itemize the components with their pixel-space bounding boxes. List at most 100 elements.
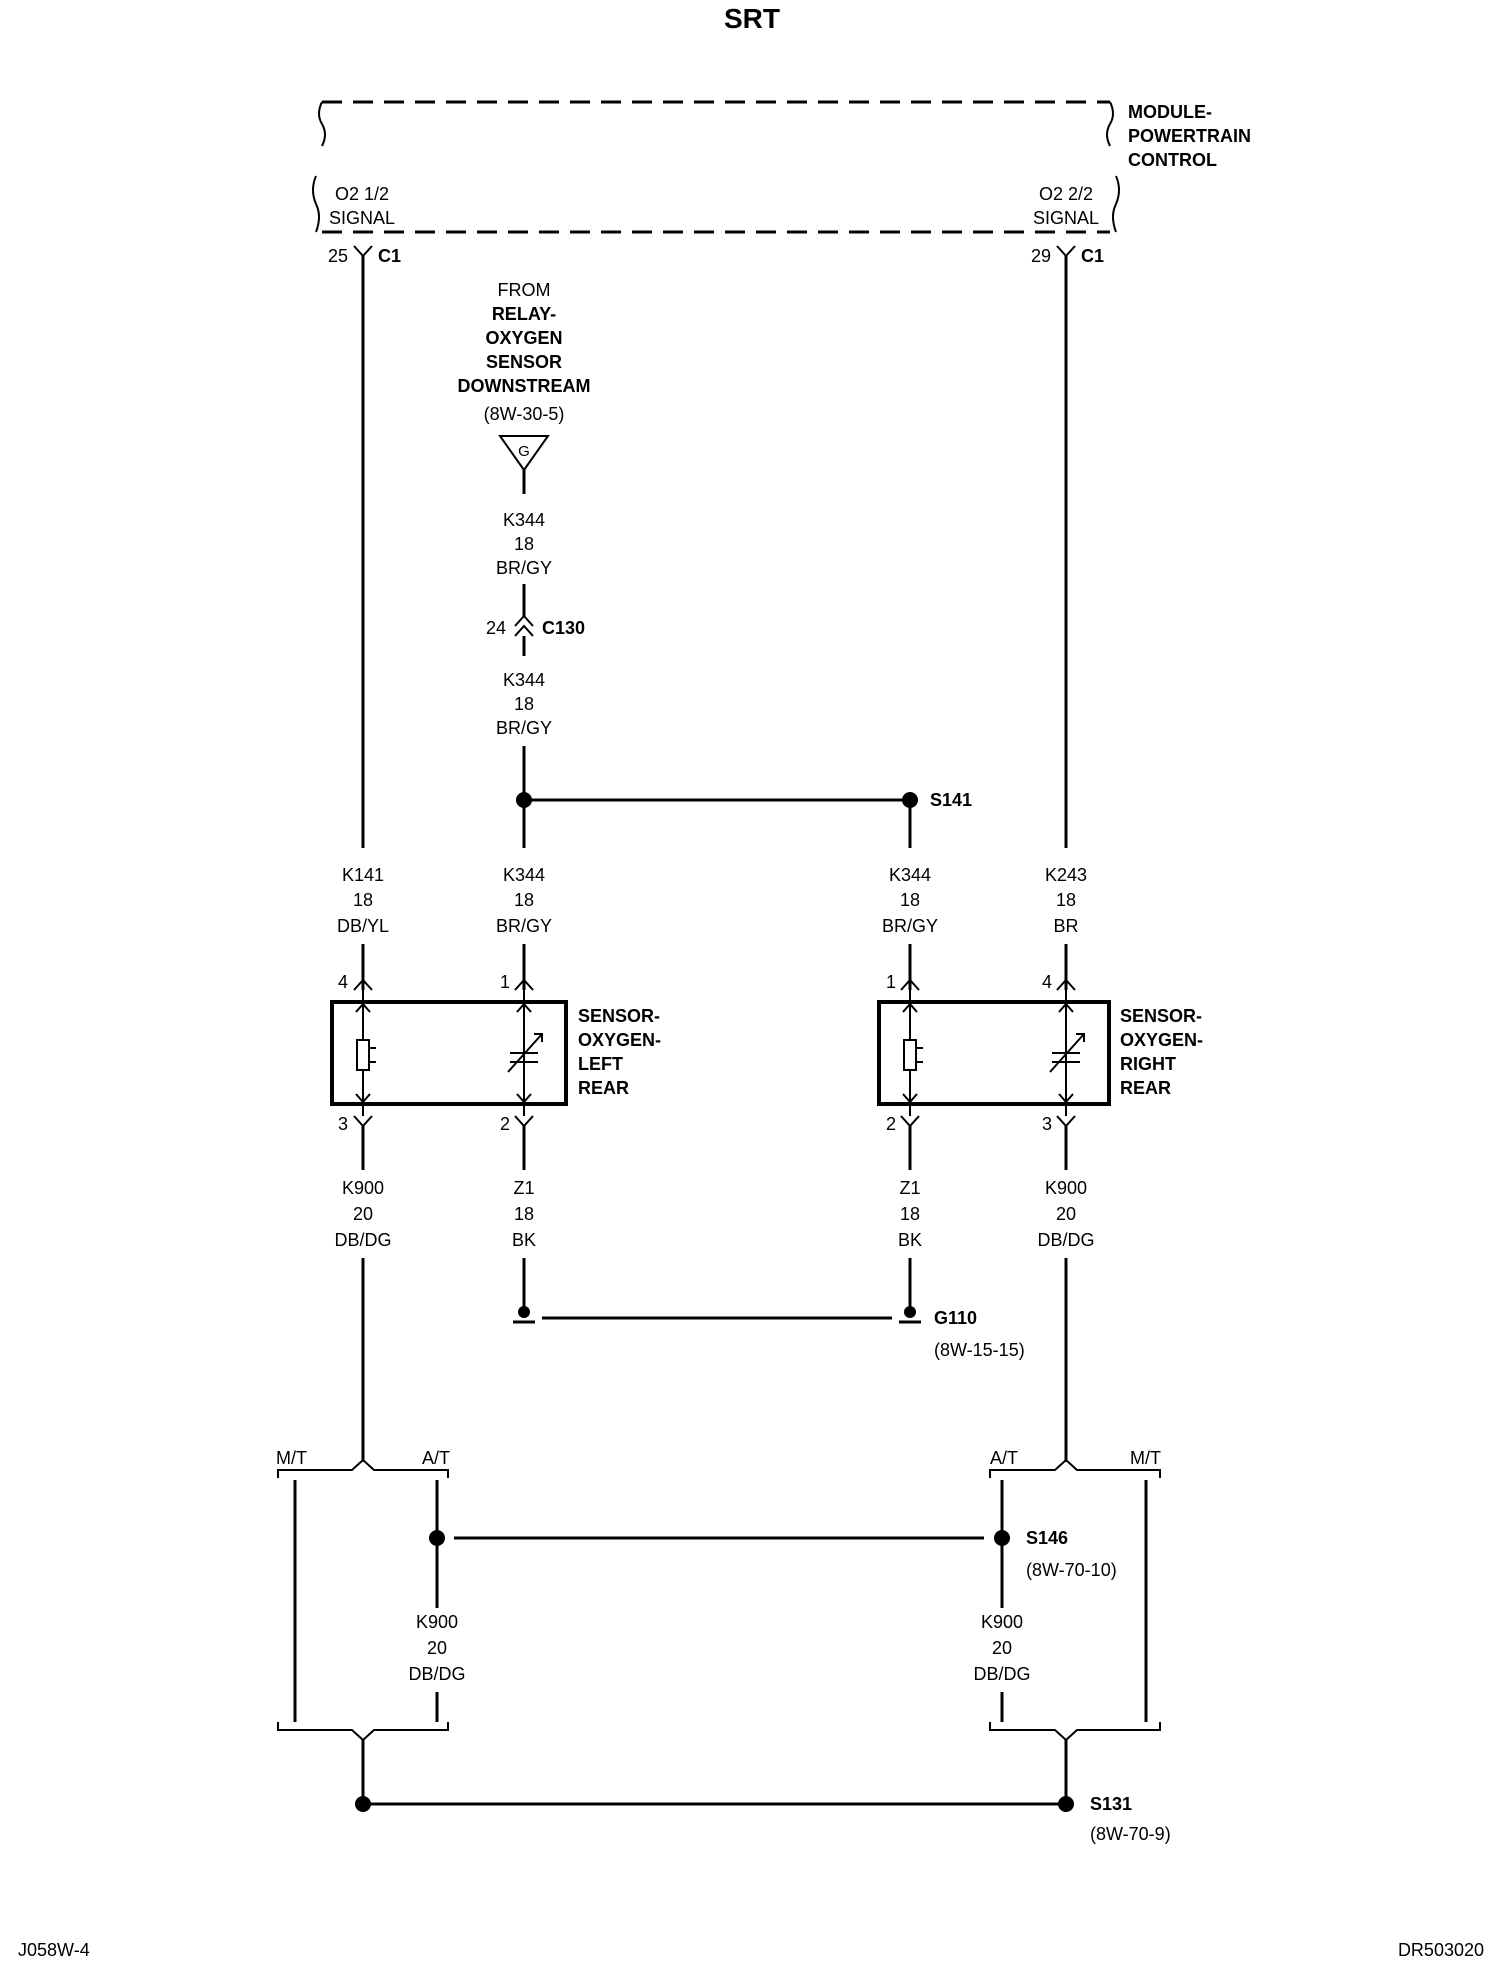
wire-z1-right-gauge: 18 [900,1204,920,1224]
relay-name-3: SENSOR [486,352,562,372]
sensor-left-pin-4: 4 [338,972,348,992]
c130-cavity: 24 [486,618,506,638]
relay-flag-letter: G [518,443,530,460]
ground-symbol-left [513,1306,535,1324]
sensor-left-name-2: OXYGEN- [578,1030,661,1050]
wire-k900-at-right-gauge: 20 [992,1638,1012,1658]
sensor-left-pin-3: 3 [338,1114,348,1134]
option-right-mt: M/T [1130,1448,1161,1468]
pcm-left-connector: 25 C1 [328,245,401,266]
wire-k344-mid-gauge: 18 [514,694,534,714]
pcm-module: MODULE- POWERTRAIN CONTROL O2 1/2 SIGNAL… [312,100,1251,234]
sensor-left-name-1: SENSOR- [578,1006,660,1026]
ground-symbol-g110 [899,1306,921,1324]
c130-connector: 24 C130 [486,614,585,638]
wire-k900-at-left-gauge: 20 [427,1638,447,1658]
wire-z1-left-gauge: 18 [514,1204,534,1224]
wire-k141-circuit: K141 [342,865,384,885]
wire-k344-right-label: K344 18 BR/GY [882,865,938,936]
sensor-right-body [877,1000,1111,1106]
pcm-right-connector-name: C1 [1081,246,1104,266]
relay-from: FROM [498,280,551,300]
s146-ref: (8W-70-10) [1026,1560,1117,1580]
s146-name: S146 [1026,1528,1068,1548]
sensor-right-name-4: REAR [1120,1078,1171,1098]
wire-k900-right-label: K900 20 DB/DG [1037,1178,1094,1250]
wire-k344-top-gauge: 18 [514,534,534,554]
pcm-right-cavity: 29 [1031,246,1051,266]
sensor-right-pin-2: 2 [886,1114,896,1134]
wire-k243-circuit: K243 [1045,865,1087,885]
relay-flag-triangle [498,435,550,472]
wire-k344-left-color: BR/GY [496,916,552,936]
sensor-left-name-4: REAR [578,1078,629,1098]
pcm-right-connector: 29 C1 [1031,245,1104,266]
footer-right-code: DR503020 [1398,1940,1484,1960]
pcm-left-cavity: 25 [328,246,348,266]
splice-dot-s131 [1058,1796,1074,1812]
pcm-right-pin-label-1: O2 2/2 [1039,184,1093,204]
pcm-right-pin-label-2: SIGNAL [1033,208,1099,228]
footer-left-code: J058W-4 [18,1940,90,1960]
sensor-right-name-3: RIGHT [1120,1054,1176,1074]
relay-source: FROM RELAY- OXYGEN SENSOR DOWNSTREAM (8W… [458,280,591,472]
wire-k344-top-label: K344 18 BR/GY [496,510,552,578]
relay-ref: (8W-30-5) [484,404,565,424]
relay-name-4: DOWNSTREAM [458,376,591,396]
wire-k344-right-circuit: K344 [889,865,931,885]
sensor-left-pin-2: 2 [500,1114,510,1134]
wire-k344-mid-label: K344 18 BR/GY [496,670,552,738]
pcm-left-pin-label-1: O2 1/2 [335,184,389,204]
page-title: SRT [724,3,780,34]
sensor-right-pin-4: 4 [1042,972,1052,992]
splice-dot-center [516,792,532,808]
wire-k344-left-label: K344 18 BR/GY [496,865,552,936]
sensor-left-heater-icon [356,1039,370,1071]
option-right-at: A/T [990,1448,1018,1468]
sensor-right-variable-icon [1049,1033,1085,1073]
wire-k344-top-color: BR/GY [496,558,552,578]
relay-name-2: OXYGEN [485,328,562,348]
wire-k344-right-color: BR/GY [882,916,938,936]
option-left-at: A/T [422,1448,450,1468]
wire-k344-mid-circuit: K344 [503,670,545,690]
option-bracket-left: M/T A/T [276,1448,450,1742]
wire-k900-right-circuit: K900 [1045,1178,1087,1198]
sensor-right-heater-icon [903,1039,917,1071]
sensor-right-pin-3: 3 [1042,1114,1052,1134]
wire-k900-left-gauge: 20 [353,1204,373,1224]
sensor-right-name-2: OXYGEN- [1120,1030,1203,1050]
oxygen-sensor-left-rear: 4 1 SENSOR- OXYGEN- LEFT REAR 3 2 [330,972,661,1134]
sensor-left-body [330,1000,568,1106]
wire-k900-left-label: K900 20 DB/DG [334,1178,391,1250]
wire-k900-left-color: DB/DG [334,1230,391,1250]
wire-k344-top-circuit: K344 [503,510,545,530]
pcm-name-2: POWERTRAIN [1128,126,1251,146]
s131-name: S131 [1090,1794,1132,1814]
wire-k141-gauge: 18 [353,890,373,910]
wire-k900-right-gauge: 20 [1056,1204,1076,1224]
relay-name-1: RELAY- [492,304,556,324]
wire-z1-left-circuit: Z1 [513,1178,534,1198]
wire-k900-at-right-color: DB/DG [973,1664,1030,1684]
wire-k344-left-circuit: K344 [503,865,545,885]
wire-k900-at-left-color: DB/DG [408,1664,465,1684]
s141-name: S141 [930,790,972,810]
splice-dot-bottom-left [355,1796,371,1812]
g110-ref: (8W-15-15) [934,1340,1025,1360]
wire-k344-left-gauge: 18 [514,890,534,910]
wire-k243-label: K243 18 BR [1045,865,1087,936]
wire-k900-right-color: DB/DG [1037,1230,1094,1250]
sensor-right-pin-1: 1 [886,972,896,992]
sensor-right-name-1: SENSOR- [1120,1006,1202,1026]
wire-k141-label: K141 18 DB/YL [337,865,389,936]
pcm-left-connector-name: C1 [378,246,401,266]
wire-k900-at-left-circuit: K900 [416,1612,458,1632]
wire-z1-right-color: BK [898,1230,922,1250]
wire-k344-mid-color: BR/GY [496,718,552,738]
wire-z1-right-label: Z1 18 BK [898,1178,922,1250]
option-left-mt: M/T [276,1448,307,1468]
pcm-left-pin-label-2: SIGNAL [329,208,395,228]
wire-k243-gauge: 18 [1056,890,1076,910]
